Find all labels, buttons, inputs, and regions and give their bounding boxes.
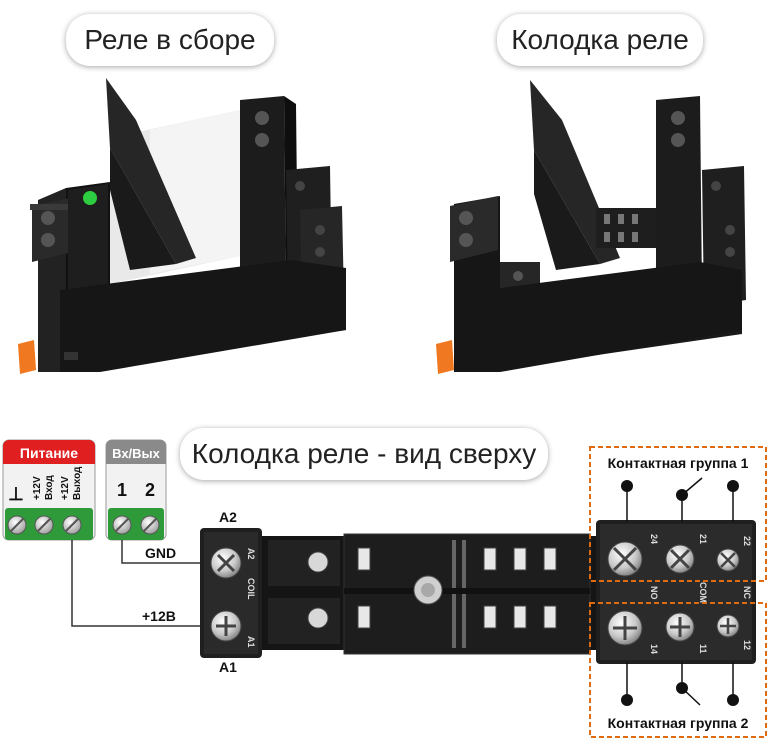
coil-a2-small-label: A2: [246, 548, 256, 560]
io-block-title: Вх/Вых: [112, 446, 161, 461]
terminal-24-screw[interactable]: [607, 541, 643, 577]
terminal-21-label: 21: [698, 534, 708, 544]
led-indicator-icon: [83, 191, 97, 205]
terminal-14-label: 14: [649, 644, 659, 654]
terminal-24-label: 24: [649, 534, 659, 544]
coil-label: COIL: [246, 578, 256, 600]
power-terminal-in-label-2: Вход: [44, 475, 55, 500]
socket-top-view: A2 A1 A2 COIL A1: [200, 509, 756, 675]
wire-plus12-label: +12В: [142, 608, 176, 624]
title-relay-socket: Колодка реле: [497, 14, 703, 66]
com-label: COM: [698, 582, 708, 603]
io-terminal-2-label: 2: [145, 480, 155, 500]
coil-a2-screw[interactable]: [210, 547, 242, 579]
terminal-12-label: 12: [742, 640, 752, 650]
power-screw-3[interactable]: [62, 515, 82, 535]
latch-icon: [18, 340, 36, 374]
wire-plus12: [71, 540, 220, 627]
title-socket-top-view: Колодка реле - вид сверху: [180, 428, 548, 480]
power-terminal-gnd-label: ⊥: [8, 484, 24, 504]
contact-group-1-label: Контактная группа 1: [608, 455, 749, 471]
coil-a1-label: A1: [219, 659, 237, 675]
terminal-22-screw[interactable]: [716, 548, 740, 572]
power-terminal-out-label-2: Выход: [72, 466, 83, 500]
contact-group-1: Контактная группа 1: [589, 446, 767, 582]
terminal-14-screw[interactable]: [607, 610, 643, 646]
io-screw-1[interactable]: [112, 515, 132, 535]
coil-a1-small-label: A1: [246, 636, 256, 648]
power-screw-2[interactable]: [34, 515, 54, 535]
contact-group-2-label: Контактная группа 2: [608, 715, 749, 731]
io-screw-2[interactable]: [140, 515, 160, 535]
relay-assembled-image: [18, 78, 346, 374]
contact-group-2: Контактная группа 2: [589, 602, 767, 738]
io-terminal-1-label: 1: [117, 480, 127, 500]
nc-label: NC: [742, 586, 752, 599]
wire-gnd: [121, 540, 220, 564]
latch-icon: [436, 340, 454, 374]
power-terminal-in-label-1: +12V: [32, 476, 43, 500]
io-terminal-block: Вх/Вых 1 2: [105, 439, 167, 541]
power-terminal-block: Питание ⊥ +12V Вход +12V Выход: [2, 439, 96, 541]
terminal-11-screw[interactable]: [665, 612, 695, 642]
no-label: NO: [649, 586, 659, 600]
power-screw-1[interactable]: [7, 515, 27, 535]
terminal-12-screw[interactable]: [716, 614, 740, 638]
title-relay-assembled: Реле в сборе: [66, 14, 274, 66]
terminal-22-label: 22: [742, 536, 752, 546]
coil-a1-screw[interactable]: [210, 610, 242, 642]
terminal-11-label: 11: [698, 644, 708, 654]
wiring: [71, 540, 220, 627]
coil-a2-label: A2: [219, 509, 237, 525]
relay-socket-image: [436, 80, 746, 374]
power-block-title: Питание: [20, 445, 78, 461]
wire-gnd-label: GND: [145, 545, 176, 561]
power-terminal-out-label-1: +12V: [60, 476, 71, 500]
terminal-21-screw[interactable]: [665, 544, 695, 574]
